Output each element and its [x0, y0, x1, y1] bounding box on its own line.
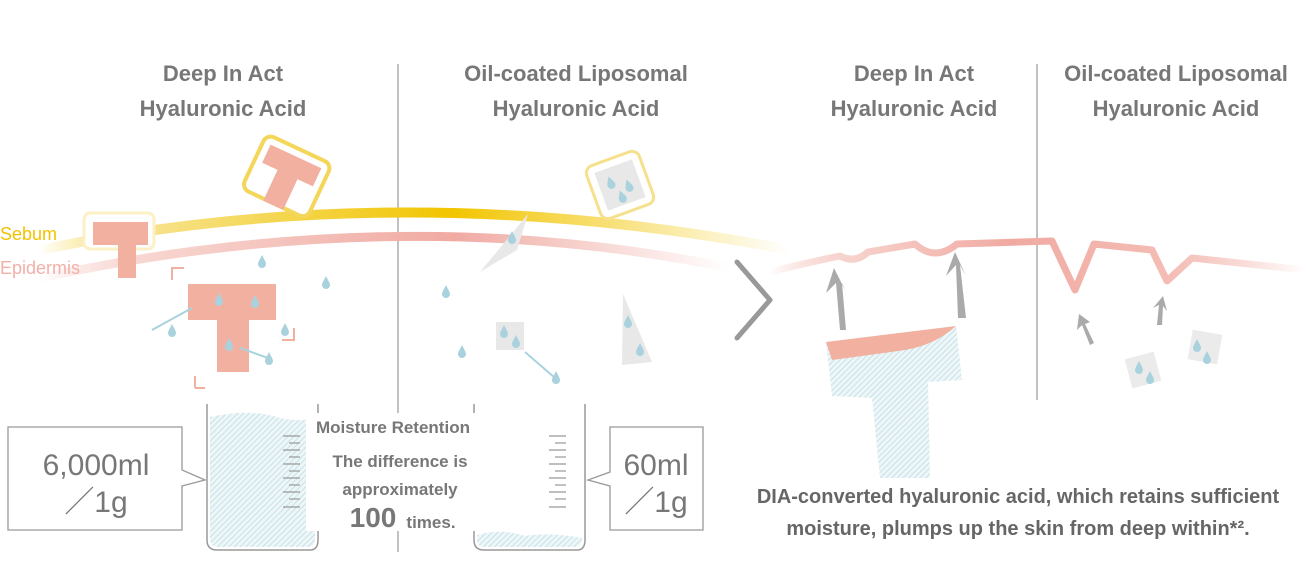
difference-number: 100: [350, 502, 397, 533]
panel-1-title-line2: Hyaluronic Acid: [140, 96, 307, 121]
caption-line1: DIA-converted hyaluronic acid, which ret…: [757, 486, 1280, 508]
left-amount: 6,000ml: [43, 449, 150, 482]
panel-1-title-line1: Deep In Act: [163, 61, 284, 86]
chevron-right-icon: [734, 259, 773, 341]
moisture-retention-heading: Moisture Retention: [316, 418, 470, 437]
sebum-label: Sebum: [0, 224, 57, 244]
callout-right: 60ml ／1g: [585, 426, 704, 531]
callout-left: 6,000ml ／1g: [7, 426, 207, 531]
panel-2-title-line1: Oil-coated Liposomal: [464, 61, 688, 86]
liposome-sebum: [584, 149, 656, 221]
difference-line2: approximately: [342, 480, 458, 499]
epidermis-label: Epidermis: [0, 258, 80, 278]
t-molecule-sebum: [242, 134, 332, 219]
liposome-small: [1124, 329, 1223, 389]
beaker-full: [206, 404, 319, 551]
t-molecule-large: [151, 255, 330, 389]
beaker-low: [473, 404, 586, 551]
panel-2-title-line2: Hyaluronic Acid: [493, 96, 660, 121]
panel-3-title-line1: Deep In Act: [854, 61, 975, 86]
difference-line1: The difference is: [332, 452, 467, 471]
left-unit: ／1g: [64, 486, 127, 519]
up-arrow-icon: [826, 252, 1167, 345]
t-molecule-plumped: [826, 326, 962, 478]
epidermis-layer: [39, 231, 731, 283]
caption-line2: moisture, plumps up the skin from deep w…: [786, 518, 1249, 540]
panel-4-title-line2: Hyaluronic Acid: [1093, 96, 1260, 121]
epidermis-plumped: [769, 237, 1305, 294]
panel-3-title-line2: Hyaluronic Acid: [831, 96, 998, 121]
difference-suffix: times.: [406, 513, 455, 532]
right-unit: ／1g: [624, 486, 687, 519]
t-molecule-small: [82, 211, 156, 278]
right-amount: 60ml: [623, 449, 688, 482]
liposome-fragments: [442, 214, 652, 384]
panel-4-title-line1: Oil-coated Liposomal: [1064, 61, 1288, 86]
